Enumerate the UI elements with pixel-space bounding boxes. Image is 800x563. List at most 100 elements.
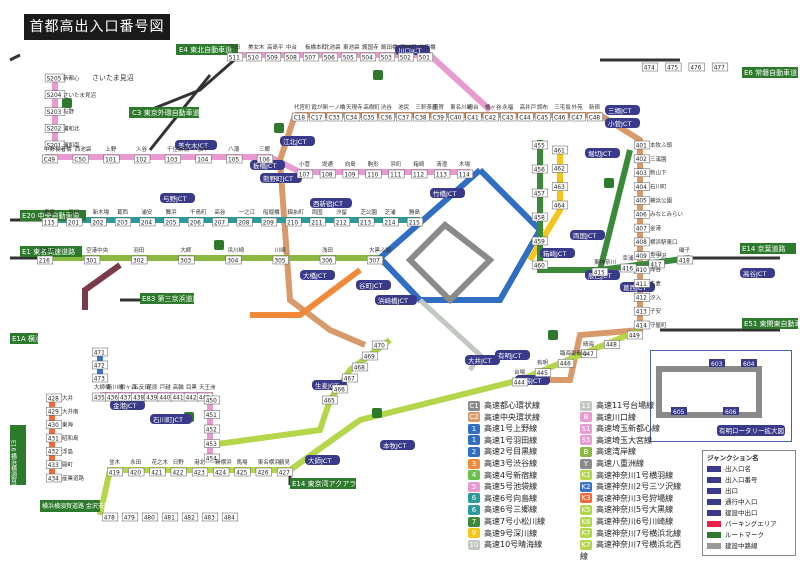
exit-code: 306 <box>322 258 333 264</box>
exit-code: 307 <box>369 258 380 264</box>
exit-code: 214 <box>384 220 395 226</box>
exit-code: 108 <box>322 172 333 178</box>
station-label: 永田 <box>130 458 141 466</box>
station-label: 殿町 <box>62 462 74 469</box>
station-label: 守屋町 <box>650 321 667 329</box>
station-label: 東雲 <box>44 208 56 216</box>
key-label: ルートマーク <box>725 531 764 539</box>
legend-swatch: K5 <box>580 505 592 515</box>
exit-code: 215 <box>409 220 420 226</box>
legend-swatch: 7 <box>468 517 480 527</box>
jct-label: 熊野町JCT <box>263 174 293 183</box>
exit-code: 410 <box>636 268 647 274</box>
yokohama-shindo-badge-text: E1A 横浜新道 <box>12 334 56 343</box>
station-label: 箱崎 <box>413 160 425 168</box>
exit-code: 431 <box>48 436 59 442</box>
exit-code: 109 <box>344 172 355 178</box>
exit-code: 405 <box>636 199 647 205</box>
exit-code: 305 <box>274 258 285 264</box>
exit-code: 423 <box>194 470 205 476</box>
legend-swatch: S1 <box>580 424 592 434</box>
exit-code: 301 <box>86 258 97 264</box>
exit-code: 467 <box>344 376 355 382</box>
exit-code: 502 <box>400 55 411 61</box>
station-label: 鶴見 <box>279 458 291 466</box>
exit-code: 201 <box>68 220 79 226</box>
exit-code: 204 <box>141 220 152 226</box>
route-badge <box>548 330 558 340</box>
exit-code: S204 <box>47 93 62 99</box>
exit-code: 428 <box>48 396 59 402</box>
route-kawaguchi <box>230 55 490 110</box>
station-label: 神田橋 <box>419 43 436 51</box>
station-label: 浜川崎 <box>228 246 245 254</box>
station-label: 本牧ふ頭 <box>650 141 673 149</box>
exit-code: 415 <box>594 270 605 276</box>
legend-swatch: K6 <box>580 517 592 527</box>
station-label: 石川町 <box>650 184 667 191</box>
legend-label: 高速川口線 <box>596 413 636 422</box>
station-label: 東池袋 <box>343 43 360 51</box>
station-label: 一ノ橋 <box>329 103 346 111</box>
jct-label: 与野JCT <box>163 195 186 203</box>
jct-label: 箱崎JCT <box>543 249 566 258</box>
exit-code: 209 <box>263 220 274 226</box>
station-label: 高井戸 <box>520 103 537 111</box>
exit-code: C41 <box>467 115 479 121</box>
station-label: 護国寺 <box>362 43 379 51</box>
station-label: 東神奈川 <box>594 258 616 266</box>
station-label: 並木 <box>109 458 121 466</box>
station-label: 荏原 <box>147 384 159 391</box>
exit-code: 424 <box>215 470 226 476</box>
station-label: 新山下 <box>650 169 667 177</box>
route-badge <box>214 240 224 250</box>
legend-label: 高速神奈川3号狩場線 <box>596 494 673 503</box>
exit-code: C34 <box>346 115 358 121</box>
jct-label: 金港JCT <box>113 401 136 410</box>
exit-code: 465 <box>324 398 335 404</box>
exit-code: C45 <box>537 115 549 121</box>
station-label: 横浜公園 <box>650 196 673 204</box>
station-label: 幡ヶ谷 <box>485 103 502 111</box>
legend-label: 高速神奈川6号川崎線 <box>596 517 673 526</box>
exit-code: 468 <box>354 365 365 371</box>
jct-label: 有明JCT <box>498 351 521 360</box>
joban-badge-text: E6 常磐自動車道 <box>744 68 797 77</box>
station-label: 港北 <box>194 458 206 466</box>
station-label: 外苑 <box>572 103 584 111</box>
exit-code: 463 <box>554 185 565 191</box>
station-label: 有明 <box>537 359 549 367</box>
exit-code: 105 <box>228 157 239 163</box>
station-label: 大師 <box>180 246 192 254</box>
legend-swatch: 1 <box>468 424 480 434</box>
station-label: 浦安 <box>141 208 153 216</box>
exit-code: C47 <box>571 115 583 121</box>
station-label: 加平 <box>198 145 210 153</box>
station-label: 大黒ふ頭 <box>369 246 392 254</box>
outer-line <box>10 55 20 60</box>
exit-code: 436 <box>107 395 118 401</box>
exit-code: 506 <box>324 55 335 61</box>
exit-code: 432 <box>48 450 59 456</box>
station-label: 新宿 <box>589 103 601 111</box>
exit-code: C35 <box>363 115 375 121</box>
yokosuka-badge-text: E16 横浜横須賀道路 <box>10 440 17 497</box>
station-label: 千鳥町 <box>190 208 207 216</box>
station-label: 西池袋 <box>75 145 92 153</box>
exit-code: 421 <box>151 470 162 476</box>
key-label: 出入口名 <box>725 465 751 473</box>
station-label: 一之江 <box>239 208 256 216</box>
station-label: 目黒 <box>186 384 198 391</box>
exit-code: 442 <box>186 395 197 401</box>
station-label: 八潮 <box>228 145 240 153</box>
exit-code: 450 <box>206 398 217 404</box>
station-label: 川崎 <box>275 246 287 254</box>
inset-code-text: 606 <box>725 409 737 416</box>
station-label: 三溪園 <box>650 155 667 163</box>
route-badge <box>372 408 382 418</box>
